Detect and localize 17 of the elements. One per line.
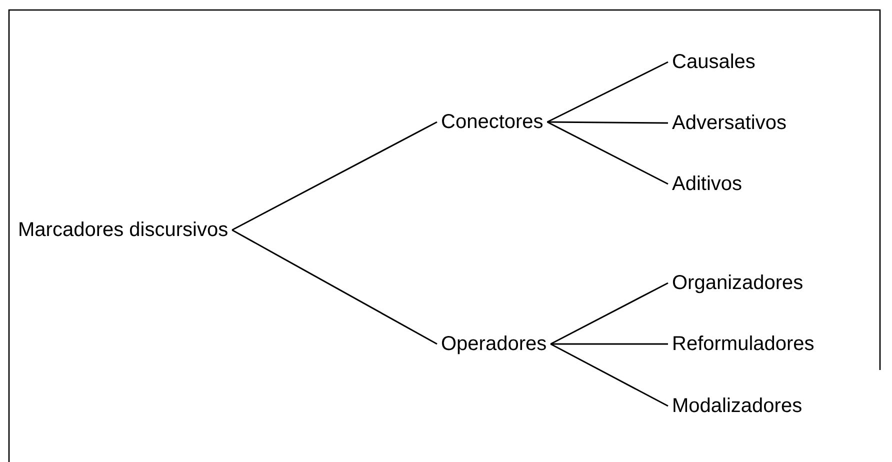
connector-line <box>547 121 668 124</box>
tree-label: Aditivos <box>668 172 746 196</box>
tree-label: Modalizadores <box>668 394 806 418</box>
tree-label: Adversativos <box>668 111 790 135</box>
connector-line <box>232 229 438 345</box>
tree-label: Operadores <box>437 332 551 356</box>
tree-label: Marcadores discursivos <box>14 218 232 242</box>
connector-line <box>550 282 668 345</box>
tree-label: Reformuladores <box>668 332 818 356</box>
tree-label: Causales <box>668 50 760 74</box>
connector-line <box>546 61 668 123</box>
tree-label: Organizadores <box>668 271 808 295</box>
tree-label: Conectores <box>437 110 548 134</box>
connector-line <box>546 121 668 185</box>
connector-line <box>232 121 438 231</box>
connector-line <box>550 343 668 407</box>
connector-line <box>550 343 668 345</box>
